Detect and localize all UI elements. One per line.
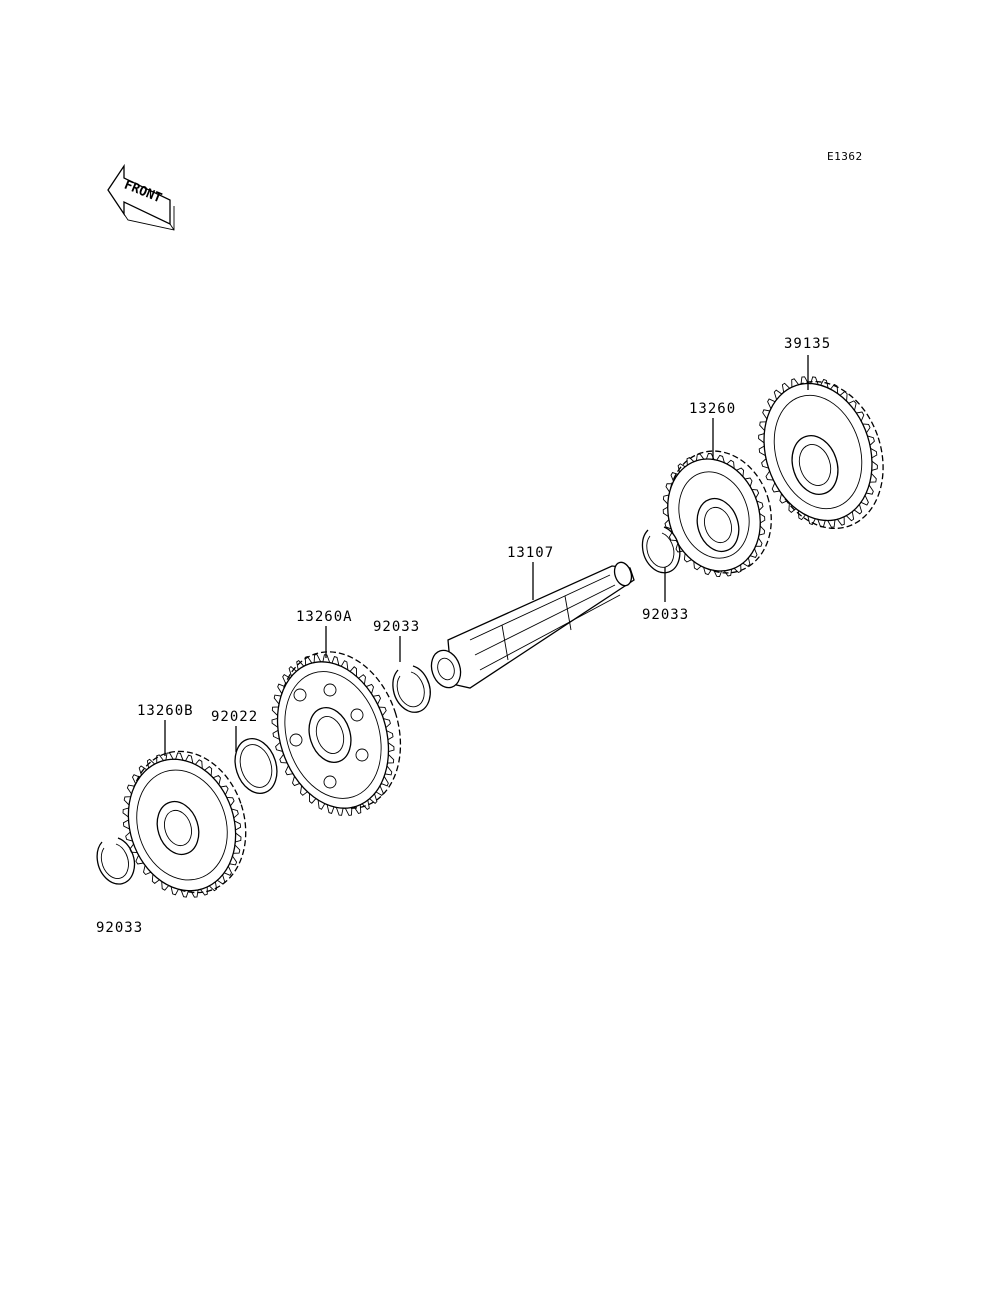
- part-label-13260[interactable]: 13260: [689, 401, 737, 417]
- part-label-92022[interactable]: 92022: [211, 709, 259, 725]
- part-label-92033-right[interactable]: 92033: [642, 607, 690, 623]
- gear-13260A[interactable]: [259, 636, 419, 824]
- gear-13260B-teeth: [122, 752, 242, 898]
- part-label-92033-left[interactable]: 92033: [96, 920, 144, 936]
- gear-39135[interactable]: [747, 366, 902, 543]
- part-label-92033-mid[interactable]: 92033: [373, 619, 421, 635]
- gear-13260[interactable]: [653, 438, 786, 587]
- washer-92022[interactable]: [228, 733, 283, 799]
- gear-39135-teeth: [758, 376, 878, 528]
- gear-13260-teeth: [662, 453, 766, 577]
- part-label-13260A[interactable]: 13260A: [296, 609, 353, 625]
- shaft-13107[interactable]: [427, 560, 635, 691]
- circlip-92033-mid[interactable]: [392, 665, 431, 713]
- gear-13260B[interactable]: [112, 736, 264, 908]
- part-label-13260B[interactable]: 13260B: [137, 703, 194, 719]
- circlip-92033-left[interactable]: [96, 837, 136, 885]
- part-label-39135[interactable]: 39135: [784, 336, 832, 352]
- gear-13260A-teeth: [271, 654, 395, 816]
- part-label-13107[interactable]: 13107: [507, 545, 555, 561]
- front-arrow-icon: FRONT: [107, 163, 175, 231]
- diagram-code: E1362: [827, 150, 863, 163]
- leader-lines: [164, 355, 809, 756]
